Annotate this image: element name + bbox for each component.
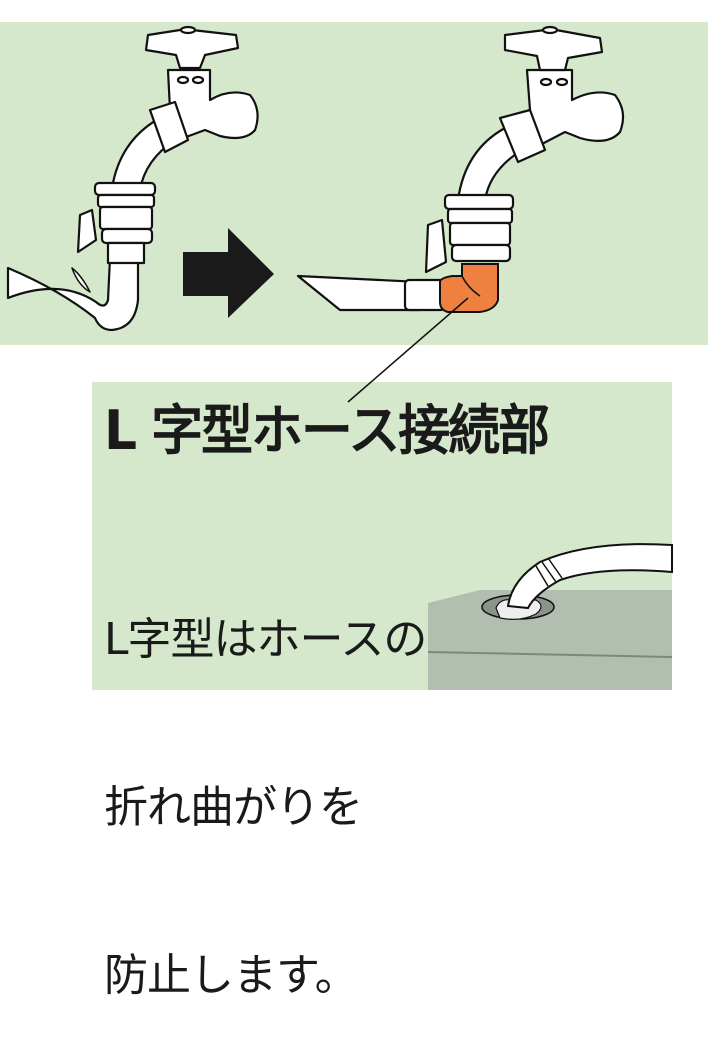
faucet-after-icon xyxy=(296,25,625,312)
description-line: 折れ曲がりを xyxy=(104,782,363,833)
callout-description: L字型はホースの 折れ曲がりを 防止します。 xyxy=(104,500,427,1060)
illustration-svg xyxy=(6,25,673,690)
leader-line xyxy=(347,297,469,403)
l-connector-icon xyxy=(439,263,499,313)
callout-title: L 字型ホース接続部 xyxy=(104,399,550,462)
description-line: 防止します。 xyxy=(104,950,359,1001)
tank-icon xyxy=(427,543,673,690)
right-arrow-icon xyxy=(183,228,274,318)
description-line: L字型はホースの xyxy=(104,614,427,665)
faucet-before-icon xyxy=(6,25,259,332)
